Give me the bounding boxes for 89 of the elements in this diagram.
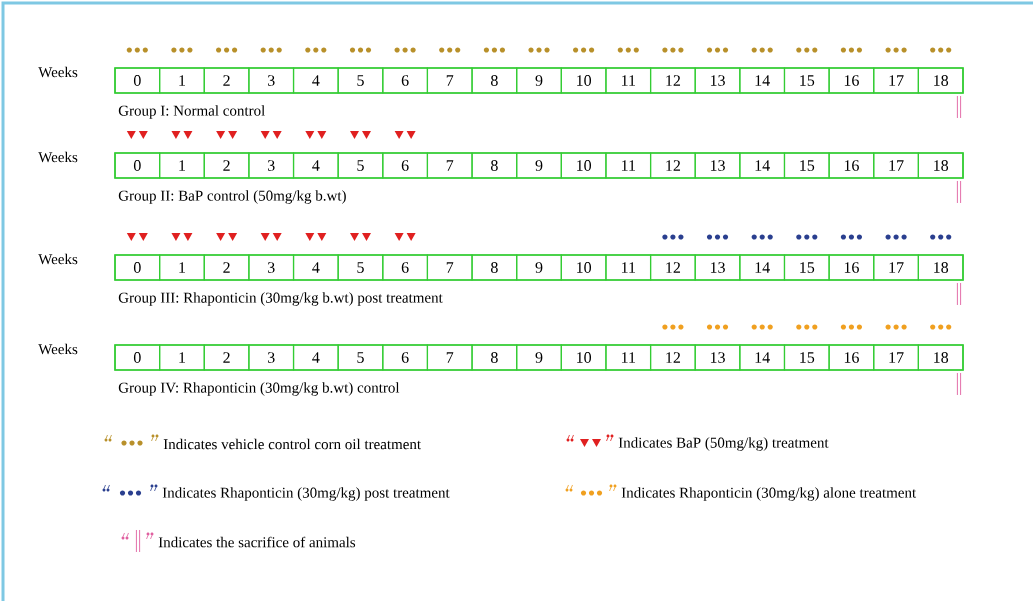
week-cell: 10 [560, 344, 607, 371]
week-cell: 10 [560, 152, 607, 179]
week-cell: 3 [248, 254, 295, 281]
week-cell: 18 [917, 67, 964, 94]
group-label: Group I: Normal control [118, 105, 265, 119]
week-cell: 4 [292, 152, 339, 179]
week-cell: 10 [560, 254, 607, 281]
week-cell: 13 [694, 344, 741, 371]
week-cell: 12 [650, 152, 696, 179]
week-cell: 11 [605, 344, 652, 371]
legend-text: Indicates Rhaponticin (30mg/kg) alone treatment [621, 487, 917, 501]
week-cell: 2 [203, 152, 250, 179]
week-cell: 12 [650, 344, 696, 371]
week-cell: 4 [292, 254, 339, 281]
week-cell: 17 [873, 152, 919, 179]
week-cell: 7 [426, 152, 473, 179]
group-label: Group III: Rhaponticin (30mg/kg b.wt) post treatment [118, 292, 443, 306]
week-cell: 4 [292, 344, 339, 371]
week-cell: 5 [337, 67, 384, 94]
week-cell: 17 [873, 67, 919, 94]
week-cell: 16 [828, 152, 875, 179]
week-cell: 15 [783, 152, 830, 179]
row-label: Weeks [38, 253, 78, 265]
week-cell: 10 [560, 67, 607, 94]
week-cell: 5 [337, 344, 384, 371]
row-label: Weeks [38, 151, 78, 163]
week-cell: 6 [382, 67, 429, 94]
week-cell: 18 [917, 254, 964, 281]
week-cell: 14 [739, 152, 786, 179]
week-cell: 11 [605, 67, 652, 94]
week-cell: 7 [426, 254, 473, 281]
week-cell: 13 [694, 254, 741, 281]
week-cell: 0 [114, 344, 161, 371]
week-cell: 8 [471, 152, 518, 179]
week-cell: 9 [516, 254, 562, 281]
group-label: Group IV: Rhaponticin (30mg/kg b.wt) control [118, 382, 400, 396]
legend-text: Indicates the sacrifice of animals [158, 536, 356, 548]
legend-text: Indicates Rhaponticin (30mg/kg) post treatment [162, 487, 450, 501]
legend-text: Indicates vehicle control corn oil treatment [163, 438, 421, 450]
week-cell: 0 [114, 254, 161, 281]
week-cell: 2 [203, 254, 250, 281]
week-cell: 5 [337, 254, 384, 281]
week-cell: 15 [783, 67, 830, 94]
week-cell: 16 [828, 254, 875, 281]
week-cell: 13 [694, 67, 741, 94]
week-cell: 8 [471, 254, 518, 281]
week-cell: 6 [382, 152, 429, 179]
week-cell: 2 [203, 67, 250, 94]
week-cell: 9 [516, 67, 562, 94]
week-cell: 8 [471, 344, 518, 371]
row-label: Weeks [38, 66, 78, 78]
week-cell: 1 [159, 254, 205, 281]
week-cell: 7 [426, 67, 473, 94]
week-cell: 6 [382, 344, 429, 371]
row-label: Weeks [38, 343, 78, 355]
week-cell: 1 [159, 152, 205, 179]
week-cell: 11 [605, 152, 652, 179]
week-cell: 11 [605, 254, 652, 281]
week-cell: 0 [114, 152, 161, 179]
week-cell: 15 [783, 344, 830, 371]
week-cell: 9 [516, 344, 562, 371]
week-cell: 12 [650, 254, 696, 281]
week-cell: 3 [248, 67, 295, 94]
week-cell: 5 [337, 152, 384, 179]
week-cell: 12 [650, 67, 696, 94]
week-cell: 3 [248, 152, 295, 179]
week-cell: 18 [917, 152, 964, 179]
week-cell: 18 [917, 344, 964, 371]
week-cell: 17 [873, 344, 919, 371]
week-cell: 14 [739, 67, 786, 94]
week-cell: 4 [292, 67, 339, 94]
week-cell: 9 [516, 152, 562, 179]
week-cell: 1 [159, 344, 205, 371]
week-cell: 14 [739, 344, 786, 371]
week-cell: 6 [382, 254, 429, 281]
week-cell: 15 [783, 254, 830, 281]
week-cell: 13 [694, 152, 741, 179]
week-cell: 2 [203, 344, 250, 371]
week-cell: 1 [159, 67, 205, 94]
week-cell: 16 [828, 67, 875, 94]
legend-text: Indicates BaP (50mg/kg) treatment [618, 437, 829, 451]
week-cell: 0 [114, 67, 161, 94]
group-label: Group II: BaP control (50mg/kg b.wt) [118, 190, 346, 204]
week-cell: 3 [248, 344, 295, 371]
week-cell: 17 [873, 254, 919, 281]
week-cell: 16 [828, 344, 875, 371]
week-cell: 8 [471, 67, 518, 94]
week-cell: 7 [426, 344, 473, 371]
week-cell: 14 [739, 254, 786, 281]
